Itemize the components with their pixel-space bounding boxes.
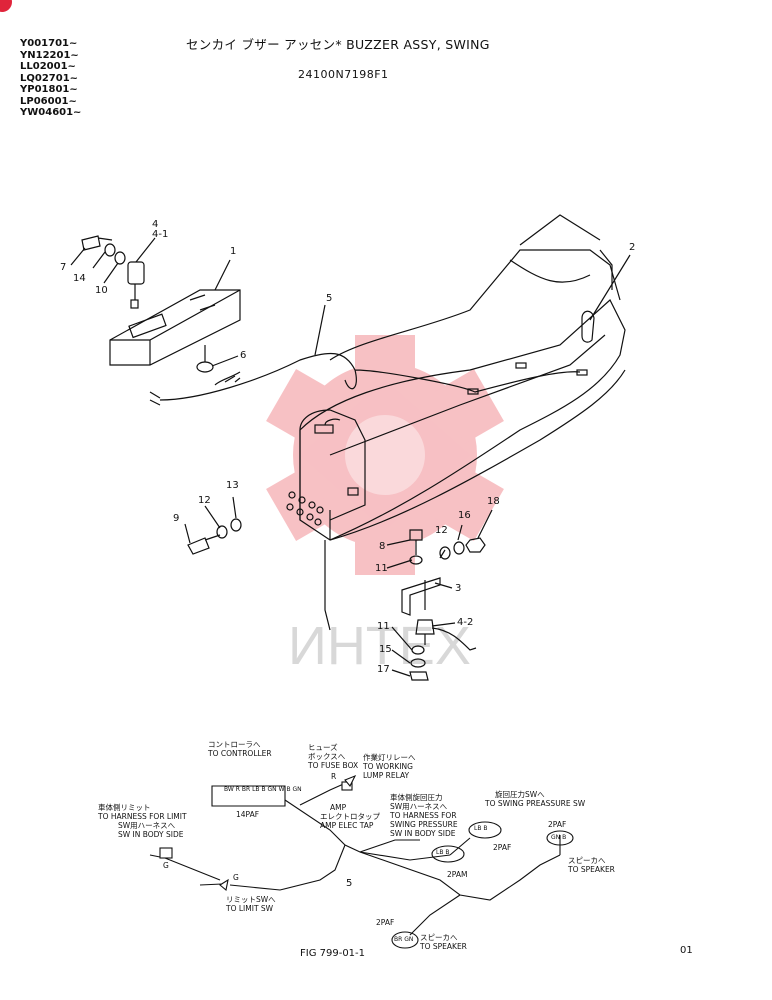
callout-9: 9 <box>173 513 180 524</box>
serial-item: LQ02701~ <box>20 72 79 84</box>
serial-list: Y001701~ YN12201~ LL02001~ LQ02701~ YP01… <box>20 38 81 119</box>
connector-14paf <box>211 785 286 807</box>
bolt-7 <box>81 235 113 251</box>
washer-10 <box>114 251 126 265</box>
corner-mark <box>0 0 12 12</box>
wire-harness-5-upper <box>159 352 581 401</box>
washer-16 <box>453 541 465 555</box>
wiring-diagram <box>149 774 574 949</box>
bolt-9 <box>187 534 221 555</box>
callout-10: 10 <box>95 285 108 296</box>
label-limit-harness: 車体側リミット TO HARNESS FOR LIMIT SW用ハーネスへ SW… <box>98 803 187 839</box>
callout-17: 17 <box>377 664 390 675</box>
connector-2pam <box>431 845 465 863</box>
callout-12: 12 <box>198 495 211 506</box>
callout-4-2: 4-2 <box>457 617 474 628</box>
bracket-3 <box>401 577 441 616</box>
nut-18 <box>465 537 486 553</box>
switch-4-2 <box>415 619 435 645</box>
serial-item: LP06001~ <box>20 95 77 107</box>
callout-16: 16 <box>458 510 471 521</box>
figure-number: FIG 799-01-1 <box>300 948 366 959</box>
label-to-working-lamp: 作業灯リレーへ TO WORKING LUMP RELAY <box>363 753 416 780</box>
callout-5: 5 <box>326 293 333 304</box>
bolt-8 <box>409 529 423 555</box>
washer-11 <box>409 555 423 565</box>
serial-item: YN12201~ <box>20 49 79 61</box>
connector-2paf-speaker-right-codes: GN B <box>551 834 567 841</box>
callout-6: 6 <box>240 350 247 361</box>
connector-2paf-speaker-right <box>546 830 574 846</box>
callout-15: 15 <box>379 644 392 655</box>
callout-13: 13 <box>226 480 239 491</box>
connector-g-letter: G <box>233 873 239 882</box>
label-swing-pressure-harness: 車体側旋回圧力 SW用ハーネスへ TO HARNESS FOR SWING PR… <box>390 793 458 838</box>
part-number: 24100N7198F1 <box>298 68 389 81</box>
page-title: センカイ ブザー アッセン* BUZZER ASSY, SWING <box>186 37 490 52</box>
washer-14 <box>104 243 116 257</box>
connector-2pam-codes: LB B <box>436 849 450 856</box>
page-code: 01 <box>680 945 693 956</box>
connector-2paf-speaker-bottom-codes: BR GN <box>394 936 414 943</box>
connector-2pam-label: 2PAM <box>447 870 468 879</box>
callout-18: 18 <box>487 496 500 507</box>
callout-12: 12 <box>435 525 448 536</box>
connector-2paf-label: 2PAF <box>493 843 512 852</box>
connector-2paf-label: 2PAF <box>376 918 395 927</box>
serial-item: LL02001~ <box>20 61 76 72</box>
callout-4-1: 4-1 <box>152 229 169 240</box>
label-swing-pressure-sw: 旋回圧力SWへ TO SWING PREASSURE SW <box>485 790 586 808</box>
grommet-6 <box>196 361 214 373</box>
label-to-fuse-box: ヒューズ ボックスへ TO FUSE BOX <box>308 743 359 770</box>
buzzer-4 <box>127 261 145 285</box>
callout-1: 1 <box>230 246 237 257</box>
callout-11: 11 <box>375 563 388 574</box>
callout-8: 8 <box>379 541 386 552</box>
counterweight <box>299 299 626 541</box>
watermark-text: ИНТЕХ <box>288 616 471 676</box>
watermark-gear-icon <box>266 335 504 575</box>
connector-2paf-swing <box>468 821 502 839</box>
label-amp-elec-tap: AMP エレクトロタップ AMP ELEC TAP <box>320 803 380 830</box>
washer-13 <box>230 518 242 532</box>
buzzer-2 <box>581 310 595 343</box>
connector-2paf-swing-codes: LB B <box>474 825 488 832</box>
callout-2: 2 <box>629 242 636 253</box>
callout-3: 3 <box>455 583 462 594</box>
nut-17 <box>409 671 429 681</box>
label-to-speaker-right: スピーカへ TO SPEAKER <box>568 856 615 874</box>
label-to-controller: コントローラへ TO CONTROLLER <box>208 740 272 758</box>
callout-4: 4 <box>152 219 159 230</box>
washer-15 <box>410 658 426 668</box>
serial-item: YP01801~ <box>20 84 78 95</box>
serial-item: Y001701~ <box>20 38 78 49</box>
bracket-1 <box>109 289 241 366</box>
callout-14: 14 <box>73 273 86 284</box>
connector-2paf-label: 2PAF <box>548 820 567 829</box>
label-to-limit-sw: リミットSWへ TO LIMIT SW <box>226 895 276 913</box>
serial-item: YW04601~ <box>20 107 82 118</box>
connector-14paf-label: 14PAF <box>236 810 260 819</box>
callout-11: 11 <box>377 621 390 632</box>
washer-12 <box>216 525 228 539</box>
connector-g <box>159 847 173 859</box>
callout-5: 5 <box>346 878 353 889</box>
connector-14paf-codes: BW R BR LB B GN W B GN <box>224 786 302 793</box>
connector-2paf-speaker-bottom <box>391 931 419 949</box>
connector-r-letter: R <box>331 772 337 781</box>
connector-g-letter: G <box>163 861 169 870</box>
label-to-speaker-bottom: スピーカへ TO SPEAKER <box>420 933 467 951</box>
callout-7: 7 <box>60 262 67 273</box>
